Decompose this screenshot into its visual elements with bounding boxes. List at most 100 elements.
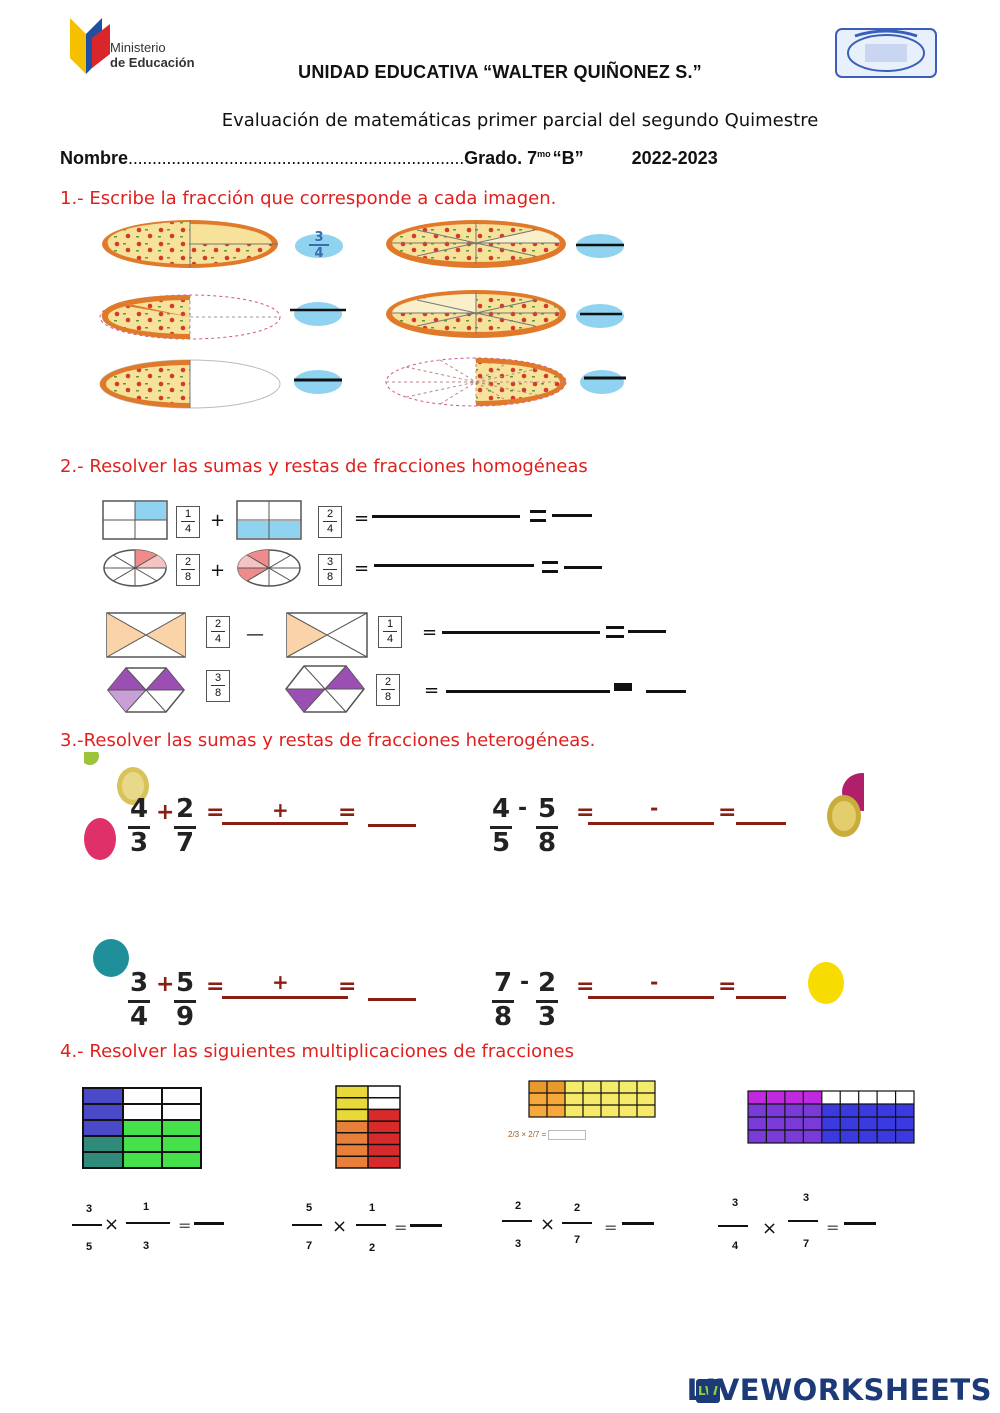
numerator: 1 — [369, 1202, 376, 1214]
answer-line[interactable] — [446, 690, 610, 693]
fraction-answer-5[interactable] — [294, 370, 342, 394]
result-line[interactable] — [736, 996, 786, 999]
equals-sign: = — [422, 622, 438, 643]
mini-answer-box[interactable] — [548, 1130, 587, 1140]
fraction-bar — [292, 1224, 322, 1226]
mini-expression: 2/3 × 2/7 = — [508, 1130, 587, 1140]
gold-ball-icon-2 — [827, 795, 861, 837]
fraction-answer-3[interactable] — [290, 302, 346, 326]
multiplication-grid-4 — [747, 1090, 915, 1144]
pizza-1 — [102, 220, 278, 268]
times-sign: × — [762, 1218, 778, 1239]
fraction-answer-6[interactable] — [580, 370, 626, 394]
operator: + — [210, 510, 226, 531]
operator: — — [246, 624, 264, 645]
name-field[interactable]: ........................................… — [128, 148, 465, 168]
fraction-bar — [490, 826, 512, 829]
middle-operator: - — [650, 796, 659, 820]
pizza-2 — [386, 220, 566, 268]
student-info-line: Nombre..................................… — [60, 148, 718, 169]
equals-sign: = — [354, 558, 370, 579]
ministry-line2: de Educación — [110, 55, 195, 70]
numerator: 1 — [143, 1201, 150, 1213]
ministry-name: Ministerio de Educación — [110, 40, 195, 70]
section3-heading: 3.-Resolver las sumas y restas de fracci… — [60, 730, 596, 751]
answer-line[interactable] — [194, 1222, 224, 1225]
answer-line[interactable] — [374, 564, 534, 567]
equals-sign: = — [604, 1218, 618, 1237]
fraction-bar — [174, 1000, 196, 1003]
fraction-numerator: 4 — [492, 794, 511, 824]
fraction-bar — [718, 1225, 748, 1227]
school-seal-icon — [835, 28, 937, 78]
equals-sign: = — [576, 800, 595, 825]
multiplication-grid-3 — [528, 1080, 656, 1118]
answer-line[interactable] — [222, 996, 348, 999]
hexagon-2 — [285, 665, 365, 713]
fraction-answer-2[interactable] — [576, 234, 624, 258]
fraction-denominator: 3 — [130, 828, 149, 858]
fraction-answer-4[interactable] — [576, 304, 624, 328]
equals-sign: = — [354, 508, 370, 529]
numerator: 2 — [574, 1202, 581, 1214]
fraction-bar — [128, 1000, 150, 1003]
grade-superscript: mo — [537, 149, 551, 159]
answer-line[interactable] — [410, 1224, 442, 1227]
bold-equals — [542, 561, 558, 573]
simplified-line[interactable] — [564, 566, 602, 569]
answer-line[interactable] — [622, 1222, 654, 1225]
fraction-bar — [492, 1000, 514, 1003]
fraction-numerator: 5 — [538, 794, 557, 824]
fraction-denominator: 8 — [538, 828, 557, 858]
result-line[interactable] — [368, 824, 416, 827]
middle-operator: + — [272, 970, 289, 994]
simplified-line[interactable] — [552, 514, 592, 517]
fraction-denominator: 7 — [176, 828, 195, 858]
numerator: 5 — [306, 1202, 313, 1214]
pizza-fractions-grid: 3 4 — [99, 220, 626, 409]
pizza-3 — [99, 294, 281, 340]
result-line[interactable] — [368, 998, 416, 1001]
operator: + — [156, 800, 175, 825]
answer-line[interactable] — [222, 822, 348, 825]
answer-line[interactable] — [588, 996, 714, 999]
fraction-denominator: 4 — [130, 1002, 149, 1032]
answer-line[interactable] — [372, 515, 520, 518]
times-sign: × — [540, 1214, 556, 1235]
school-name: UNIDAD EDUCATIVA “WALTER QUIÑONEZ S.” — [298, 62, 702, 82]
middle-operator: + — [272, 798, 289, 822]
answer-line[interactable] — [442, 631, 600, 634]
simplified-line[interactable] — [628, 630, 666, 633]
rect-quarters-1 — [102, 500, 168, 540]
fraction-bar — [788, 1220, 818, 1222]
green-ball-icon — [84, 752, 99, 765]
operator: + — [210, 560, 226, 581]
result-line[interactable] — [736, 822, 786, 825]
equals-sign: = — [718, 974, 737, 999]
answer-line[interactable] — [588, 822, 714, 825]
liveworksheets-brand: LIVEWORKSHEETS — [686, 1373, 992, 1407]
mini-expression-text: 2/3 × 2/7 = — [508, 1130, 547, 1140]
pink-ball-icon — [84, 818, 116, 860]
circle-eighths-2 — [237, 549, 301, 587]
simplified-line[interactable] — [646, 690, 686, 693]
denominator: 7 — [306, 1240, 313, 1252]
fraction-bar — [356, 1224, 386, 1226]
fraction-bar — [128, 826, 150, 829]
denominator: 7 — [803, 1238, 810, 1250]
fraction-bar — [72, 1224, 102, 1226]
fraction-numerator: 4 — [130, 794, 149, 824]
equals-sign: = — [206, 800, 225, 825]
denominator: 7 — [574, 1234, 581, 1246]
answer-line[interactable] — [844, 1222, 876, 1225]
fraction-numerator: 2 — [538, 968, 557, 998]
operator: - — [518, 796, 528, 821]
middle-operator: - — [650, 970, 659, 994]
bold-equals — [530, 510, 546, 522]
fraction-bar — [536, 1000, 558, 1003]
fraction-answer-1[interactable]: 3 4 — [295, 230, 343, 261]
